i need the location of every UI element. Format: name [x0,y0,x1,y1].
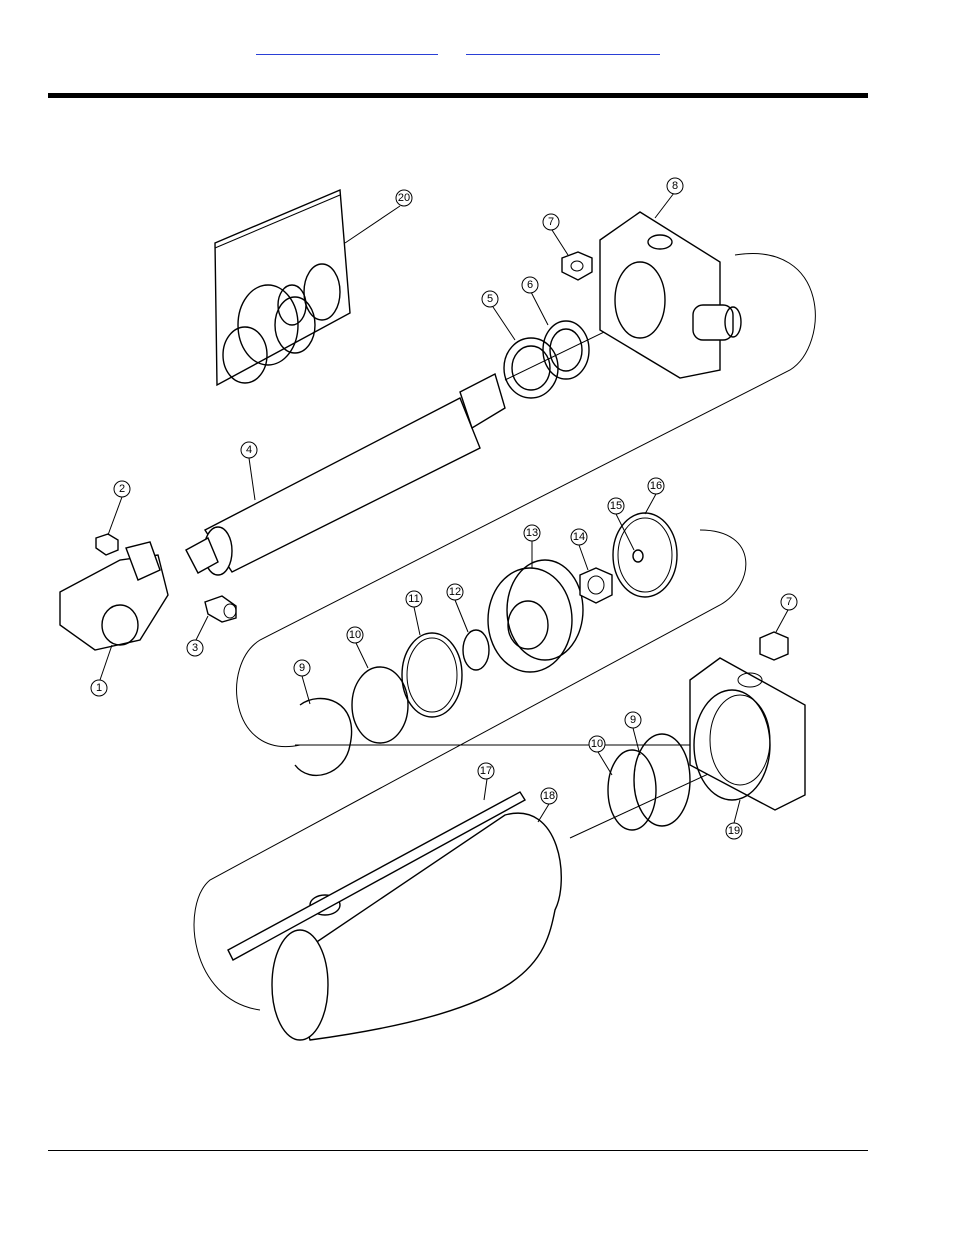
rod-end-head [600,212,741,378]
callout-12: 12 [447,584,463,600]
piston [488,560,583,672]
svg-text:17: 17 [480,765,492,777]
svg-text:2: 2 [119,483,125,495]
port-nut-bottom [760,632,788,660]
seal-kit-bag [215,190,350,385]
callout-18: 18 [541,788,557,804]
retaining-ring-9b [634,734,690,826]
svg-text:7: 7 [548,216,554,228]
svg-text:1: 1 [96,682,102,694]
callout-4: 4 [241,442,257,458]
port-nut-top [562,252,592,280]
callout-9-upper: 9 [294,660,310,676]
svg-text:8: 8 [672,180,678,192]
callout-7-bottom: 7 [781,594,797,610]
ring-10a [352,667,408,743]
svg-text:10: 10 [591,738,603,750]
callout-15: 15 [608,498,624,514]
callout-19: 19 [726,823,742,839]
callout-7-top: 7 [543,214,559,230]
rod-clevis [60,542,168,650]
svg-text:18: 18 [543,790,555,802]
callout-8: 8 [667,178,683,194]
clevis-screw [205,596,236,622]
svg-text:19: 19 [728,825,740,837]
svg-text:9: 9 [630,714,636,726]
callout-10-lower: 10 [589,736,605,752]
callout-6: 6 [522,277,538,293]
base-end-cap [690,658,805,810]
small-o-ring [633,550,643,562]
callout-1: 1 [91,680,107,696]
svg-text:4: 4 [246,444,252,456]
callout-9-lower: 9 [625,712,641,728]
piston-backup-ring [613,513,677,597]
svg-text:16: 16 [650,480,662,492]
svg-text:3: 3 [192,642,198,654]
svg-text:14: 14 [573,531,585,543]
callout-10-upper: 10 [347,627,363,643]
callout-20: 20 [396,190,412,206]
callout-2: 2 [114,481,130,497]
svg-text:20: 20 [398,192,410,204]
piston-nut [580,568,612,603]
svg-text:15: 15 [610,500,622,512]
ring-11 [402,633,462,717]
svg-text:13: 13 [526,527,538,539]
callout-5: 5 [482,291,498,307]
callout-11: 11 [406,591,422,607]
svg-text:10: 10 [349,629,361,641]
callout-16: 16 [648,478,664,494]
clevis-nut [96,534,118,555]
svg-text:12: 12 [449,586,461,598]
svg-text:5: 5 [487,293,493,305]
svg-text:7: 7 [786,596,792,608]
piston-rod [186,374,505,575]
callout-13: 13 [524,525,540,541]
svg-text:6: 6 [527,279,533,291]
callout-17: 17 [478,763,494,779]
svg-text:9: 9 [299,662,305,674]
callout-14: 14 [571,529,587,545]
ring-10b [608,750,656,830]
callout-3: 3 [187,640,203,656]
retaining-ring-9a [295,698,352,775]
ring-12 [463,630,489,670]
svg-text:11: 11 [408,593,419,605]
